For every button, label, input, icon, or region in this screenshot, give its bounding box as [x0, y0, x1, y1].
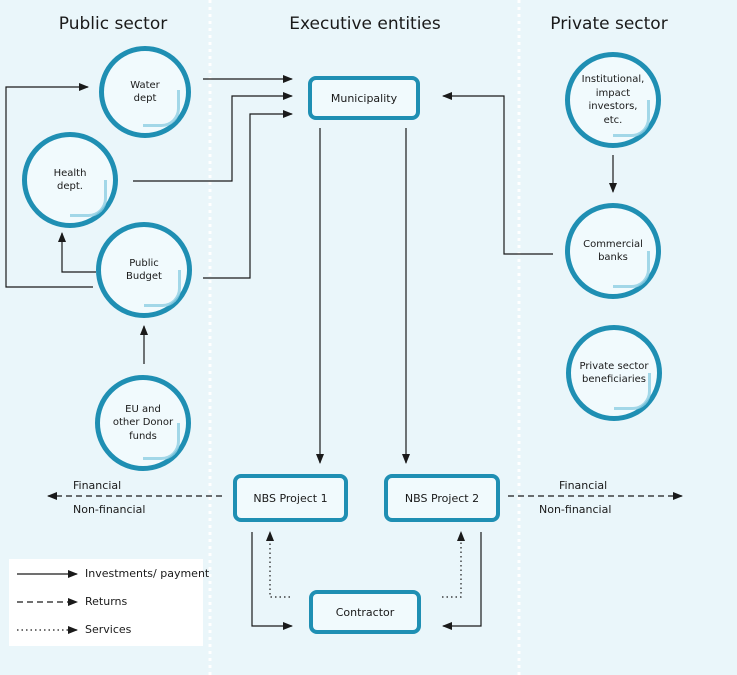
node-health-dept-label: Health dept. — [53, 167, 87, 193]
legend-dotted-arrow-icon — [17, 626, 78, 634]
legend: Investments/ payment Returns Services — [9, 559, 209, 646]
label-right-nonfinancial: Non-financial — [539, 503, 612, 516]
node-water-dept: Water dept — [99, 46, 191, 138]
node-municipality: Municipality — [308, 76, 420, 120]
node-nbs-project-1: NBS Project 1 — [233, 474, 348, 522]
legend-item-returns: Returns — [9, 594, 203, 610]
arrow-nbs2-contractor — [442, 532, 482, 630]
node-commercial-banks-label: Commercial banks — [583, 238, 643, 264]
legend-label-services: Services — [85, 623, 132, 636]
arrow-budget-water — [5, 83, 93, 288]
label-left-financial: Financial — [73, 479, 122, 492]
legend-dashed-arrow-icon — [17, 598, 78, 606]
node-commercial-banks: Commercial banks — [565, 203, 661, 299]
label-left-nonfinancial: Non-financial — [73, 503, 146, 516]
arrow-nbs1-contractor — [251, 532, 293, 630]
node-institutional-investors-label: Institutional, impact investors, etc. — [581, 74, 645, 126]
arrow-contractor-nbs1-services — [266, 531, 290, 598]
header-public-sector: Public sector — [58, 14, 168, 34]
label-right-financial: Financial — [559, 479, 608, 492]
arrow-health-municipality — [133, 92, 293, 182]
node-eu-donor-funds-label: EU and other Donor funds — [112, 403, 174, 442]
legend-label-returns: Returns — [85, 595, 128, 608]
node-contractor: Contractor — [309, 590, 421, 634]
node-private-sector-beneficiaries-label: Private sector beneficiaries — [579, 360, 649, 386]
legend-item-services: Services — [9, 622, 203, 638]
legend-label-investments: Investments/ payment — [85, 567, 210, 580]
header-executive-entities: Executive entities — [289, 14, 441, 34]
arrow-contractor-nbs2-services — [442, 531, 465, 598]
header-private-sector: Private sector — [550, 14, 668, 34]
arrow-banks-municipality — [442, 92, 553, 255]
node-public-budget: Public Budget — [96, 222, 192, 318]
arrow-budget-health — [58, 232, 96, 273]
node-institutional-investors: Institutional, impact investors, etc. — [565, 52, 661, 148]
node-public-budget-label: Public Budget — [126, 257, 162, 283]
node-eu-donor-funds: EU and other Donor funds — [95, 375, 191, 471]
arrow-budget-municipality — [203, 110, 293, 279]
legend-solid-arrow-icon — [17, 570, 78, 578]
node-water-dept-label: Water dept — [130, 79, 160, 105]
node-health-dept: Health dept. — [22, 132, 118, 228]
node-nbs-project-2: NBS Project 2 — [384, 474, 500, 522]
legend-item-investments: Investments/ payment — [9, 566, 209, 582]
node-private-sector-beneficiaries: Private sector beneficiaries — [566, 325, 662, 421]
